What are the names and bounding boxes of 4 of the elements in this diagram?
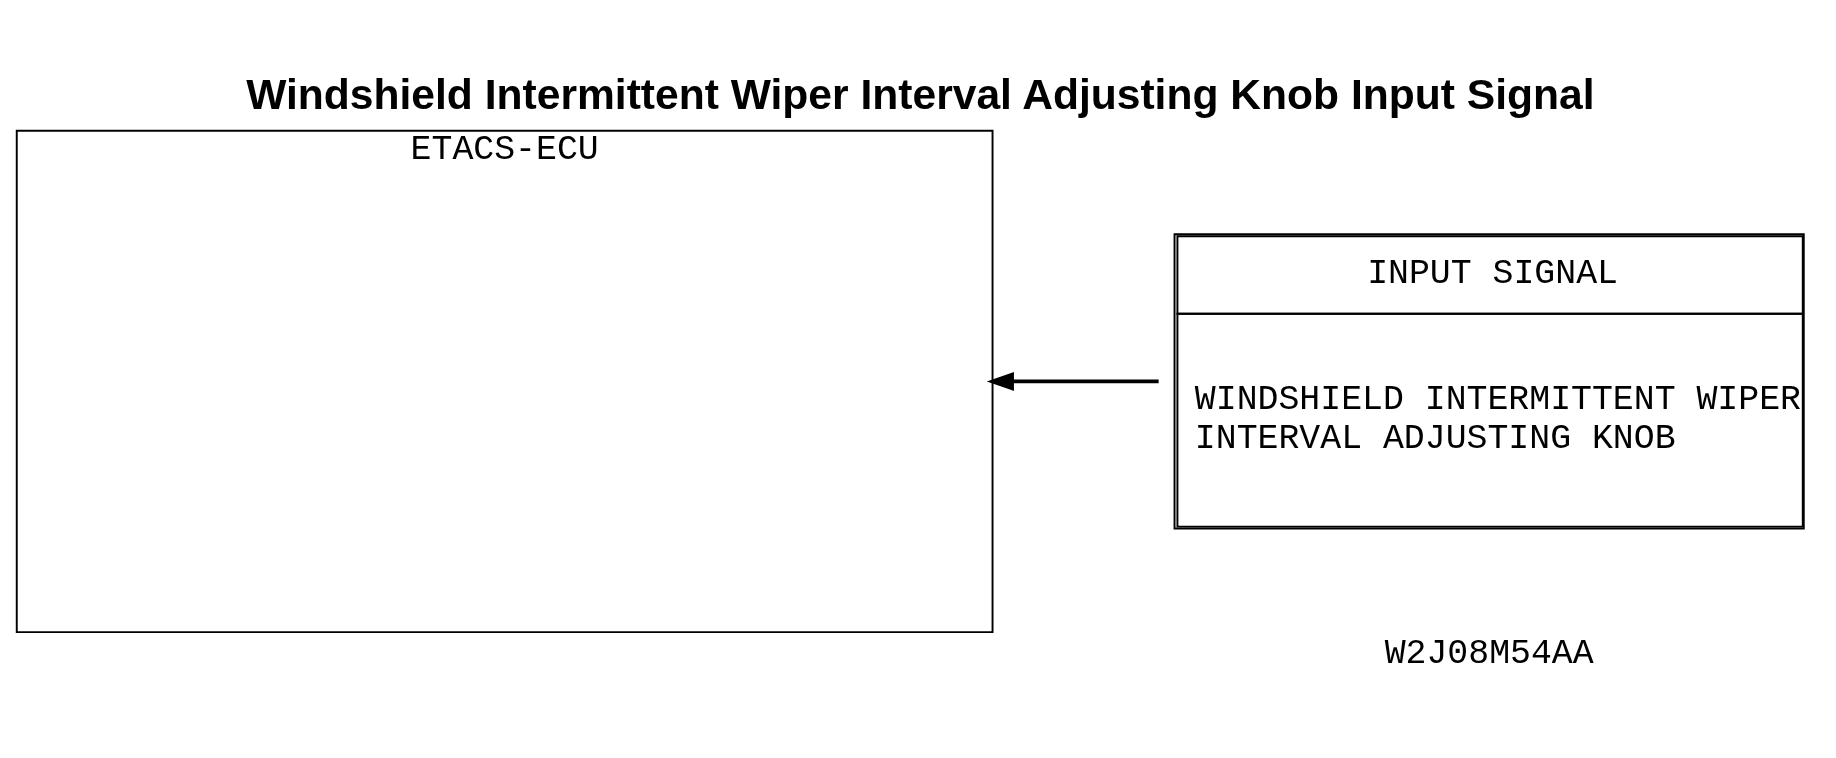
diagram-title: Windshield Intermittent Wiper Interval Adjusting Knob Input Signal: [246, 69, 1595, 118]
node-box: ETACS-ECU: [15, 129, 994, 634]
label: W2J08M54AA: [1384, 633, 1594, 673]
arrow: [986, 371, 1159, 391]
